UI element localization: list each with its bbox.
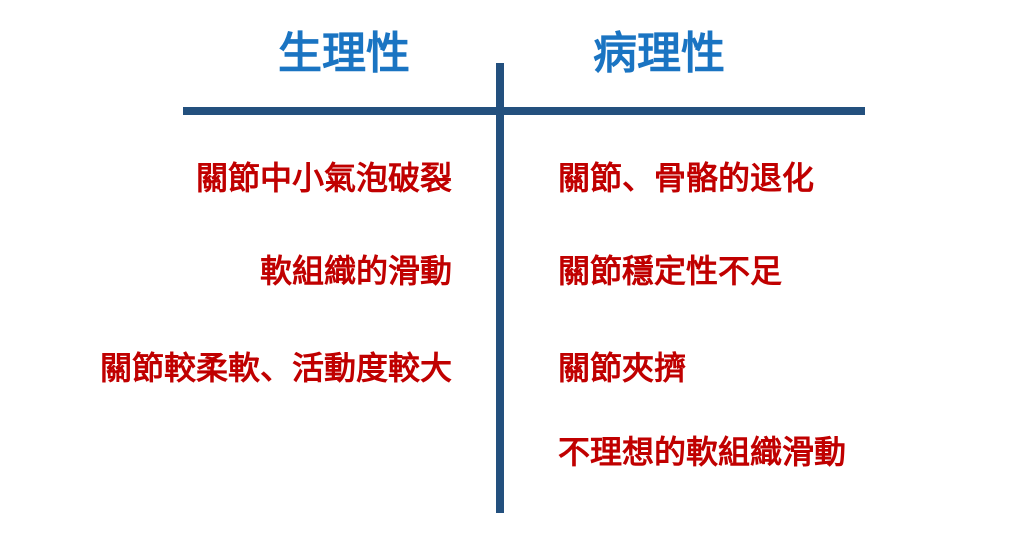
right-item: 關節夾擠 — [558, 349, 687, 387]
header-pathological: 病理性 — [593, 28, 725, 79]
left-item: 關節較柔軟、活動度較大 — [99, 349, 452, 387]
right-item: 關節、骨骼的退化 — [558, 159, 815, 197]
left-item: 關節中小氣泡破裂 — [195, 159, 452, 197]
header-physiological: 生理性 — [278, 28, 410, 79]
vertical-divider — [496, 63, 504, 513]
horizontal-divider — [183, 107, 865, 115]
left-item: 軟組織的滑動 — [259, 252, 452, 290]
right-item: 不理想的軟組織滑動 — [558, 433, 847, 471]
right-item: 關節穩定性不足 — [558, 252, 783, 290]
